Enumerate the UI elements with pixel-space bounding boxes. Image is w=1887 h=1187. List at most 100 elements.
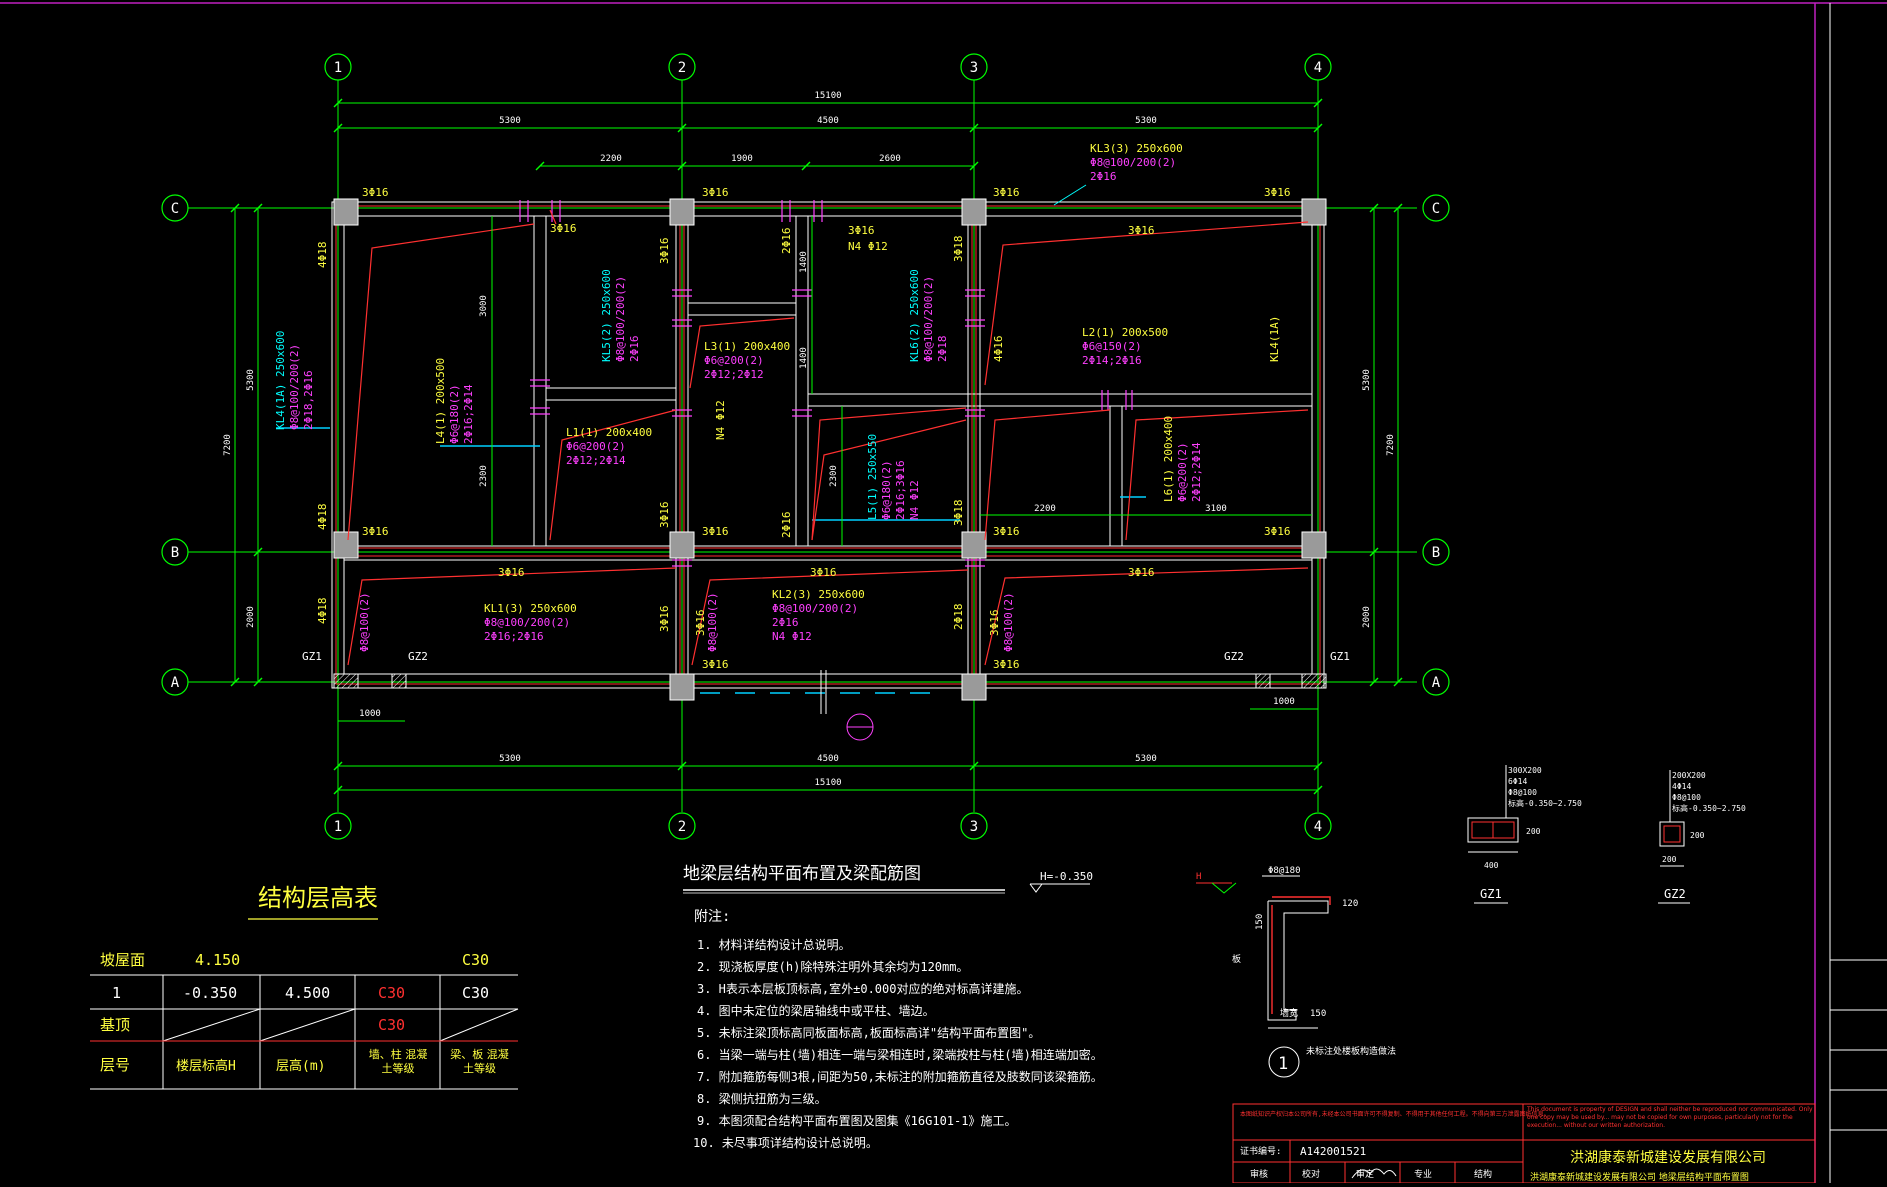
grid-bubbles bbox=[161, 53, 1450, 840]
table-r1-c2: 4.150 bbox=[195, 951, 240, 969]
rebar-v7: 2Φ16 bbox=[780, 228, 793, 255]
table-r1-c5: C30 bbox=[462, 951, 489, 969]
note-4: 4. 图中未定位的梁居轴线中或平柱、墙边。 bbox=[697, 1003, 935, 1018]
rebar-b4: 3Φ16 bbox=[1264, 525, 1291, 538]
tb-note-en: This document is property of DESIGN and … bbox=[1527, 1106, 1813, 1129]
grid-bubble-labels: 1 2 3 4 1 2 3 4 C B A C B A bbox=[171, 60, 1441, 835]
tb-note-red: 本图纸知识产权归本公司所有,未经本公司书面许可不得复制、不得用于其他任何工程。不… bbox=[1240, 1110, 1550, 1118]
dim-right-upper: 5300 bbox=[1362, 369, 1372, 391]
gz1-range: 标高-0.350~2.750 bbox=[1508, 798, 1582, 808]
beam-kl6: KL6(2) 250x600 Φ8@100/200(2) 2Φ18 bbox=[908, 269, 949, 362]
note-8: 8. 梁侧抗扭筋为三级。 bbox=[697, 1091, 827, 1106]
note-6: 6. 当梁一端与柱(墙)相连一端与梁相连时,梁端按柱与柱(墙)相连端加密。 bbox=[697, 1047, 1103, 1062]
gz1-label-right: GZ1 bbox=[1330, 650, 1350, 663]
gz2-label-right: GZ2 bbox=[1224, 650, 1244, 663]
height-table: 结构层高表 坡屋面 4.150 C30 1 -0.350 4.500 C30 C… bbox=[90, 884, 519, 1090]
gz2-stirrup: Φ8@100 bbox=[1672, 793, 1701, 802]
svg-text:Φ8@100/200(2): Φ8@100/200(2) bbox=[614, 276, 627, 362]
gz2-w: 200 bbox=[1662, 855, 1677, 864]
tb-role-1: 审核 bbox=[1250, 1168, 1268, 1180]
beam-kl3: KL3(3) 250x600 Φ8@100/200(2) 2Φ16 bbox=[1053, 142, 1183, 206]
beam-kl4-right: KL4(1A) bbox=[1268, 316, 1281, 362]
detail1-caption: 未标注处楼板构造做法 bbox=[1306, 1045, 1396, 1057]
axis-label-c-right: C bbox=[1432, 201, 1440, 217]
rebar-v2: 4Φ18 bbox=[316, 504, 329, 531]
beam-kl4: KL4(1A) 250x600 Φ8@100/200(2) 2Φ18,2Φ16 bbox=[274, 331, 315, 430]
rebar-r3: 3Φ16 bbox=[498, 566, 525, 579]
svg-text:Φ8@100/200(2): Φ8@100/200(2) bbox=[922, 276, 935, 362]
notes-block: 附注: 1. 材料详结构设计总说明。 2. 现浇板厚度(h)除特殊注明外其余均为… bbox=[693, 909, 1103, 1150]
axis-label-a-right: A bbox=[1432, 675, 1441, 691]
note-5: 5. 未标注梁顶标高同板面标高,板面标高详"结构平面布置图"。 bbox=[697, 1025, 1040, 1040]
note-10: 10. 未尽事项详结构设计总说明。 bbox=[693, 1135, 878, 1150]
dim-right-total: 7200 bbox=[1386, 434, 1396, 456]
svg-text:Φ6@200(2): Φ6@200(2) bbox=[1176, 442, 1189, 502]
dim-inner-2300a: 2300 bbox=[479, 465, 489, 487]
svg-text:KL3(3) 250x600: KL3(3) 250x600 bbox=[1090, 142, 1183, 155]
rebar-v8: 2Φ16 bbox=[780, 512, 793, 539]
detail1-120: 120 bbox=[1342, 899, 1358, 909]
beam-edges-red bbox=[335, 205, 1321, 685]
svg-text:N4 Φ12: N4 Φ12 bbox=[772, 630, 812, 643]
detail1-rebar: Φ8@180 bbox=[1268, 866, 1301, 876]
svg-text:L3(1) 200x400: L3(1) 200x400 bbox=[704, 340, 790, 353]
dim-bay-2-3-bottom: 4500 bbox=[817, 754, 839, 764]
dim-sub-c: 2600 bbox=[879, 154, 901, 164]
beam-l2: L2(1) 200x500 Φ6@150(2) 2Φ14;2Φ16 bbox=[1082, 326, 1168, 367]
gz2-section: 200X200 4Φ14 Φ8@100 标高-0.350~2.750 200 2… bbox=[1658, 770, 1746, 904]
title-block: 本图纸知识产权归本公司所有,未经本公司书面许可不得复制、不得用于其他任何工程。不… bbox=[1232, 1103, 1816, 1184]
table-h1: 层号 bbox=[100, 1056, 130, 1074]
dim-gz-right: 1000 bbox=[1273, 697, 1295, 707]
dim-total-bottom: 15100 bbox=[814, 778, 841, 788]
rebar-r1: 3Φ16 bbox=[550, 222, 577, 235]
inner-dim-lines bbox=[491, 216, 1312, 546]
svg-text:2Φ16: 2Φ16 bbox=[1090, 170, 1117, 183]
rebar-v14: 3Φ16 bbox=[988, 610, 1001, 637]
stirrup-3: Φ8@100(2) bbox=[1002, 592, 1015, 652]
table-r2-c5: C30 bbox=[462, 984, 489, 1002]
svg-text:KL1(3) 250x600: KL1(3) 250x600 bbox=[484, 602, 577, 615]
svg-text:Φ8@100/200(2): Φ8@100/200(2) bbox=[772, 602, 858, 615]
gz-columns bbox=[333, 673, 1327, 689]
beam-kl2: KL2(3) 250x600 Φ8@100/200(2) 2Φ16 N4 Φ12 bbox=[772, 588, 865, 643]
gz2-range: 标高-0.350~2.750 bbox=[1672, 803, 1746, 813]
svg-text:Φ8@100/200(2): Φ8@100/200(2) bbox=[484, 616, 570, 629]
rebar-b2: 3Φ16 bbox=[702, 525, 729, 538]
dim-inner-2300b: 2300 bbox=[829, 465, 839, 487]
beam-l4: L4(1) 200x500 Φ6@180(2) 2Φ16;2Φ14 bbox=[434, 358, 475, 444]
detail1-board: 板 bbox=[1232, 953, 1241, 965]
height-table-title: 结构层高表 bbox=[258, 884, 378, 912]
axis-label-a-left: A bbox=[171, 675, 180, 691]
dim-inner-2200: 2200 bbox=[1034, 504, 1056, 514]
dim-inner-3100: 3100 bbox=[1205, 504, 1227, 514]
gz1-h: 200 bbox=[1526, 827, 1541, 836]
axis-label-b-left: B bbox=[171, 545, 179, 561]
dim-left-total: 7200 bbox=[223, 434, 233, 456]
stirrup-marks bbox=[519, 200, 1133, 567]
beam-l3: L3(1) 200x400 Φ6@200(2) 2Φ12;2Φ12 bbox=[704, 340, 790, 381]
stirrup-1: Φ8@100(2) bbox=[358, 592, 371, 652]
tb-cert-no: A142001521 bbox=[1300, 1145, 1366, 1158]
svg-text:L5(1) 250x550: L5(1) 250x550 bbox=[866, 434, 879, 520]
rebar-l-top: 3Φ16 bbox=[848, 224, 875, 237]
rebar-v6: 3Φ16 bbox=[658, 606, 671, 633]
rebar-callouts: 3Φ16 3Φ16 3Φ16 3Φ16 3Φ16 3Φ16 3Φ16 3Φ16 … bbox=[316, 186, 1291, 671]
svg-text:L1(1) 200x400: L1(1) 200x400 bbox=[566, 426, 652, 439]
dim-inner-3000: 3000 bbox=[479, 295, 489, 317]
columns bbox=[333, 198, 1327, 701]
rebar-a2: 3Φ16 bbox=[702, 658, 729, 671]
table-r3-c1: 基顶 bbox=[100, 1016, 130, 1034]
tb-role-3: 审定 bbox=[1356, 1168, 1374, 1180]
svg-text:2Φ12;2Φ14: 2Φ12;2Φ14 bbox=[1190, 442, 1203, 502]
axis-label-2-bottom: 2 bbox=[678, 819, 686, 835]
gz2-label-left: GZ2 bbox=[408, 650, 428, 663]
svg-text:Φ6@180(2): Φ6@180(2) bbox=[880, 460, 893, 520]
table-r3-c4: C30 bbox=[378, 1016, 405, 1034]
svg-text:2Φ12;2Φ14: 2Φ12;2Φ14 bbox=[566, 454, 626, 467]
beam-l6: L6(1) 200x400 Φ6@200(2) 2Φ12;2Φ14 bbox=[1162, 416, 1203, 502]
dim-left-upper: 5300 bbox=[246, 369, 256, 391]
rebar-r4: 3Φ16 bbox=[810, 566, 837, 579]
table-r1-c1: 坡屋面 bbox=[100, 951, 145, 969]
